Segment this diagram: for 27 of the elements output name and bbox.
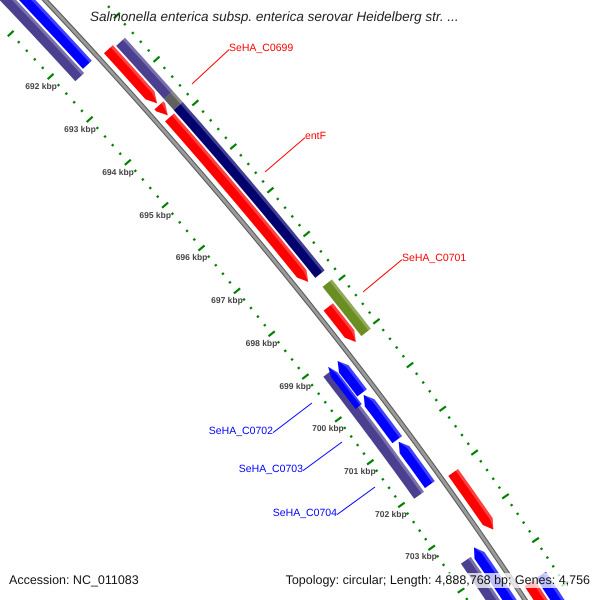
scale-label: 693 kbp	[64, 124, 96, 134]
leader-line	[264, 137, 306, 172]
scale-label: 701 kbp	[344, 466, 376, 476]
footer-text: Topology: circular; Length: 4,888,768 bp; Genes: 4,756	[286, 573, 590, 588]
scale-label: 692 kbp	[25, 81, 57, 92]
gene-label: SeHA_C0704	[272, 507, 337, 520]
scale-label: 699 kbp	[279, 380, 311, 391]
leader-line	[192, 49, 230, 84]
map-title: Salmonella enterica subsp. enterica serovar Heidelberg str. ...	[90, 9, 459, 26]
leader-line	[272, 402, 312, 434]
leader-line	[302, 442, 342, 472]
gene-label: SeHA_C0702	[208, 425, 273, 438]
gene-label: SeHA_C0699	[229, 42, 294, 55]
scale-label: 694 kbp	[102, 166, 134, 177]
scale-label: 696 kbp	[176, 252, 208, 262]
scale-label: 702 kbp	[375, 508, 407, 519]
gene-label: entF	[305, 130, 326, 143]
scale-label: 700 kbp	[312, 423, 344, 434]
scale-label: 698 kbp	[246, 338, 278, 348]
footer-text: Accession: NC_011083	[9, 573, 139, 588]
scale-label: 697 kbp	[211, 295, 243, 306]
leader-line	[362, 259, 402, 292]
scale-label: 703 kbp	[405, 551, 437, 562]
gene-label: SeHA_C0701	[402, 252, 466, 265]
gene-label: SeHA_C0703	[238, 463, 303, 476]
leader-line	[336, 486, 376, 516]
scale-label: 695 kbp	[139, 210, 172, 220]
